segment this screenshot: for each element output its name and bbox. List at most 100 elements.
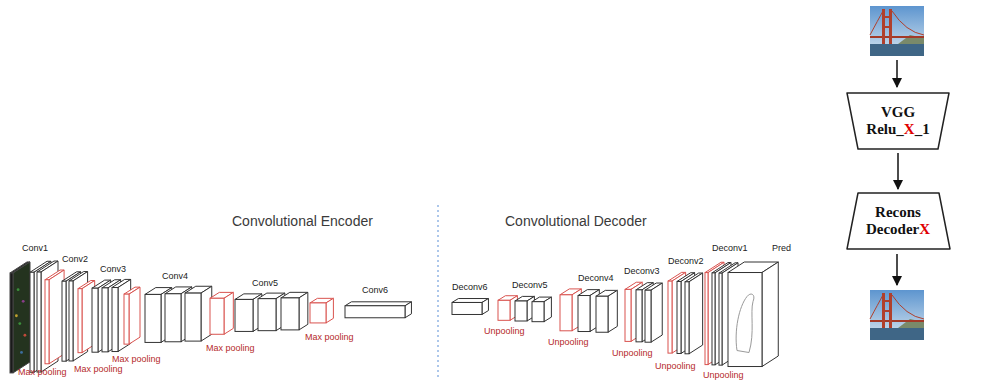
image-speck <box>24 334 27 337</box>
slab-front-face <box>62 281 66 361</box>
conv-layer-slab <box>281 292 308 330</box>
layer-name: Conv5 <box>252 279 278 289</box>
trapezoid-shape <box>847 93 949 149</box>
pooling-layer-slab <box>45 270 64 364</box>
slab-front-face <box>102 288 108 352</box>
conv-layer-slab <box>596 290 617 332</box>
slab-side-face <box>326 298 333 323</box>
pooling-label: Unpooling <box>703 371 744 381</box>
layer-slabs <box>10 261 778 373</box>
conv-layer-slab <box>345 302 411 318</box>
slab-front-face <box>705 273 708 365</box>
slab-front-face <box>515 301 527 321</box>
slab-front-face <box>30 272 34 372</box>
slab-front-face <box>578 296 590 332</box>
slab-side-face <box>608 290 617 332</box>
layer-name: Conv2 <box>62 255 88 265</box>
conv-layer-slab <box>92 280 111 352</box>
slab-side-face <box>689 273 703 354</box>
slab-front-face <box>258 299 276 331</box>
slab-front-face <box>310 303 326 323</box>
prediction-slab <box>728 262 778 367</box>
section-title: Convolutional Encoder <box>232 214 373 229</box>
conv-layer-slab <box>452 299 488 315</box>
layer-name: Pred <box>772 244 791 254</box>
layer-name: Deconv4 <box>578 274 614 284</box>
slab-front-face <box>112 288 118 352</box>
slab-front-face <box>165 294 181 342</box>
image-speck <box>17 288 20 291</box>
slab-front-face <box>636 290 642 342</box>
pooling-label: Max pooling <box>305 333 354 343</box>
slab-side-face <box>129 287 140 344</box>
block-text-group: VGGRelu_X_1 <box>866 104 929 139</box>
slab-front-face <box>532 302 544 322</box>
slab-front-face <box>124 294 129 344</box>
layer-name: Deconv5 <box>512 281 548 291</box>
image-speck <box>15 314 18 317</box>
layer-name: Deconv6 <box>452 283 488 293</box>
layer-name: Conv3 <box>100 265 126 275</box>
pooling-label: Unpooling <box>612 349 653 359</box>
input-image-slab <box>10 262 30 373</box>
trapezoid-shape <box>847 193 950 249</box>
slab-front-face <box>452 302 482 314</box>
layer-name: Conv4 <box>162 272 188 282</box>
image-speck <box>18 322 21 325</box>
slab-front-face <box>10 273 13 373</box>
slab-front-face <box>281 298 299 330</box>
conv-layer-slab <box>185 286 212 341</box>
slab-side-face <box>482 299 488 315</box>
pooling-label: Max pooling <box>112 355 161 365</box>
pooling-layer-slab <box>625 282 642 341</box>
slab-front-face <box>185 293 201 341</box>
flow-arrow <box>896 60 898 87</box>
input-photo <box>870 6 924 56</box>
slab-side-face <box>13 262 30 373</box>
pooling-layer-slab <box>498 296 517 321</box>
layer-name: Deconv1 <box>712 244 748 254</box>
section-title: Convolutional Decoder <box>505 214 647 229</box>
layer-name: Conv1 <box>22 244 48 254</box>
block-label: Recons <box>866 204 930 221</box>
conv-layer-slab <box>532 297 551 322</box>
label-part: _1 <box>915 121 930 137</box>
block-text-group: ReconsDecoderX <box>866 204 930 239</box>
pooling-layer-slab <box>124 287 140 344</box>
slab-front-face <box>596 296 608 332</box>
pooling-layer-slab <box>210 292 233 334</box>
pooling-label: Unpooling <box>655 362 696 372</box>
slab-side-face <box>544 297 551 322</box>
divider-line <box>438 205 439 380</box>
highlight-letter: X <box>904 121 915 137</box>
slab-front-face <box>210 298 224 334</box>
slab-front-face <box>45 280 49 364</box>
conv-layer-slab <box>636 283 653 342</box>
slab-front-face <box>645 290 651 342</box>
slab-front-face <box>712 273 715 365</box>
slab-front-face <box>145 294 161 342</box>
layer-name: Conv6 <box>362 286 388 296</box>
slab-side-face <box>631 282 642 341</box>
slab-side-face <box>405 302 411 318</box>
slab-front-face <box>685 282 689 354</box>
label-part: Decoder <box>866 221 919 237</box>
slab-side-face <box>762 262 778 367</box>
slab-front-face <box>625 289 631 341</box>
conv-layer-slab <box>645 283 662 342</box>
pooling-layer-slab <box>310 298 333 323</box>
slab-front-face <box>92 288 98 352</box>
slab-front-face <box>37 272 41 372</box>
pooling-label: Max pooling <box>18 368 67 378</box>
slab-front-face <box>677 281 681 353</box>
output-photo <box>870 290 924 340</box>
conv-layer-slab <box>515 296 534 321</box>
slab-side-face <box>299 292 308 330</box>
pooling-label: Unpooling <box>484 327 525 337</box>
label-part: Relu_ <box>866 121 904 137</box>
bird-outline <box>736 294 754 352</box>
slab-front-face <box>498 300 510 320</box>
trapezoid-block: VGGRelu_X_1 <box>846 92 950 150</box>
pooling-label: Unpooling <box>548 338 589 348</box>
